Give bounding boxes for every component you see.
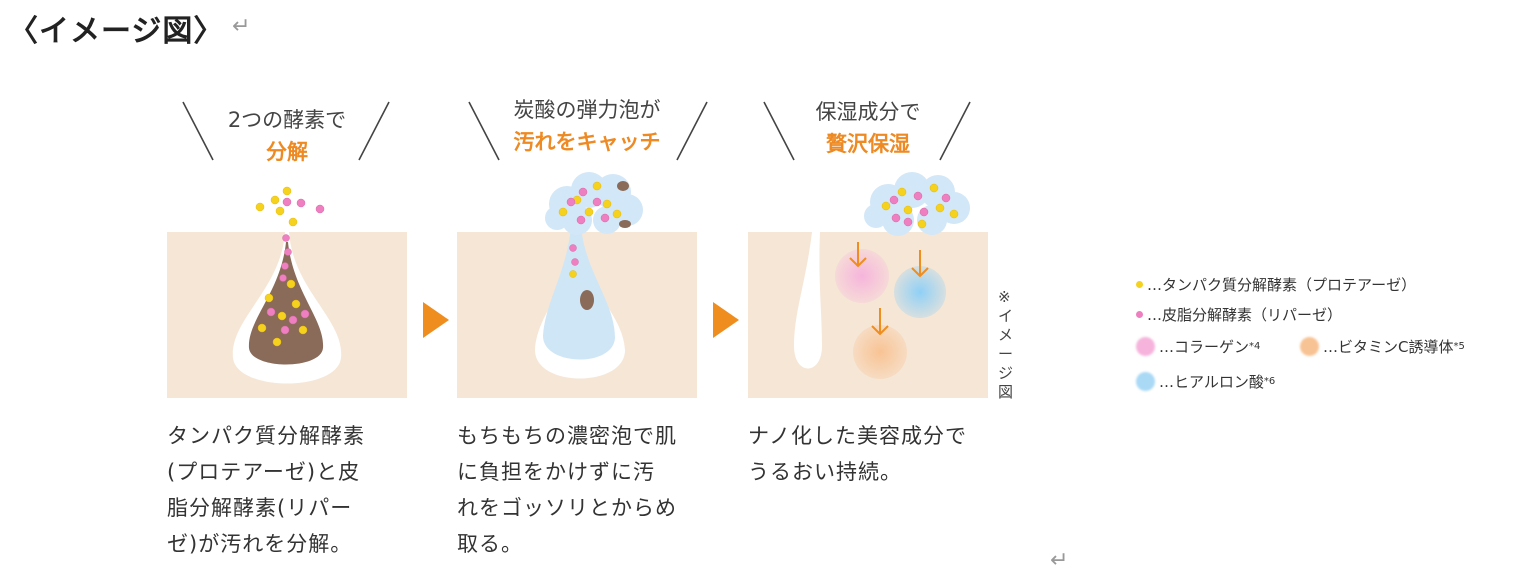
legend-item-collagen: …コラーゲン*4 xyxy=(1136,336,1260,357)
foam-catch-illustration xyxy=(457,162,697,402)
step-1-heading-line1: 2つの酵素で xyxy=(228,108,346,132)
step-3-description-line: うるおい持続。 xyxy=(748,454,998,490)
legend-footnote: *5 xyxy=(1453,341,1464,352)
image-note-vertical: ※イメージ図 xyxy=(998,288,1018,402)
step-2-description-line: に負担をかけずに汚 xyxy=(457,454,707,490)
step-3-heading: 保湿成分で 贅沢保湿 xyxy=(748,92,988,170)
pink-circle-icon xyxy=(1136,337,1155,356)
step-1-heading-line2: 分解 xyxy=(167,136,407,168)
legend-label: …タンパク質分解酵素（プロテアーゼ） xyxy=(1147,274,1416,295)
step-1-description-line: ゼ)が汚れを分解。 xyxy=(167,526,417,562)
step-1-description: タンパク質分解酵素 (プロテアーゼ)と皮 脂分解酵素(リパー ゼ)が汚れを分解。 xyxy=(167,418,417,562)
legend-footnote: *4 xyxy=(1249,341,1260,352)
blue-circle-icon xyxy=(1136,372,1155,391)
legend-item-lipase: …皮脂分解酵素（リパーゼ） xyxy=(1136,304,1342,325)
step-3-heading-line2: 贅沢保湿 xyxy=(748,128,988,160)
page-title: 〈イメージ図〉 xyxy=(8,6,224,50)
step-3-description: ナノ化した美容成分で うるおい持続。 xyxy=(748,418,998,490)
step-2-heading-line2: 汚れをキャッチ xyxy=(467,126,707,158)
step-3-description-line: ナノ化した美容成分で xyxy=(748,418,998,454)
legend-item-vitamin-c: …ビタミンC誘導体*5 xyxy=(1300,336,1465,357)
step-2-description: もちもちの濃密泡で肌 に負担をかけずに汚 れをゴッソリとからめ 取る。 xyxy=(457,418,707,562)
step-1-heading: 2つの酵素で 分解 xyxy=(167,98,407,170)
legend-item-protease: …タンパク質分解酵素（プロテアーゼ） xyxy=(1136,274,1416,295)
orange-circle-icon xyxy=(1300,337,1319,356)
legend: …タンパク質分解酵素（プロテアーゼ） …皮脂分解酵素（リパーゼ） …コラーゲン*… xyxy=(1136,274,1516,404)
step-1-description-line: 脂分解酵素(リパー xyxy=(167,490,417,526)
yellow-dot-icon xyxy=(1136,281,1143,288)
legend-label: …コラーゲン xyxy=(1159,336,1249,357)
legend-label: …皮脂分解酵素（リパーゼ） xyxy=(1147,304,1342,325)
legend-footnote: *6 xyxy=(1264,376,1275,387)
moisture-illustration xyxy=(748,162,988,402)
next-step-arrow-icon xyxy=(423,302,449,338)
pink-dot-icon xyxy=(1136,311,1143,318)
return-mark-icon: ↵ xyxy=(232,14,250,39)
step-3-heading-line1: 保湿成分で xyxy=(816,100,921,124)
step-2-heading: 炭酸の弾力泡が 汚れをキャッチ xyxy=(457,90,717,170)
step-1-description-line: (プロテアーゼ)と皮 xyxy=(167,454,417,490)
legend-item-hyaluronic-acid: …ヒアルロン酸*6 xyxy=(1136,371,1275,392)
step-2-heading-line1: 炭酸の弾力泡が xyxy=(514,98,661,122)
pore-enzyme-illustration xyxy=(167,180,407,400)
legend-label: …ビタミンC誘導体 xyxy=(1323,336,1453,357)
step-2-description-line: 取る。 xyxy=(457,526,707,562)
next-step-arrow-icon xyxy=(713,302,739,338)
step-1-description-line: タンパク質分解酵素 xyxy=(167,418,417,454)
step-2-description-line: れをゴッソリとからめ xyxy=(457,490,707,526)
return-mark-icon: ↵ xyxy=(1050,548,1068,573)
step-2-description-line: もちもちの濃密泡で肌 xyxy=(457,418,707,454)
legend-label: …ヒアルロン酸 xyxy=(1159,371,1264,392)
